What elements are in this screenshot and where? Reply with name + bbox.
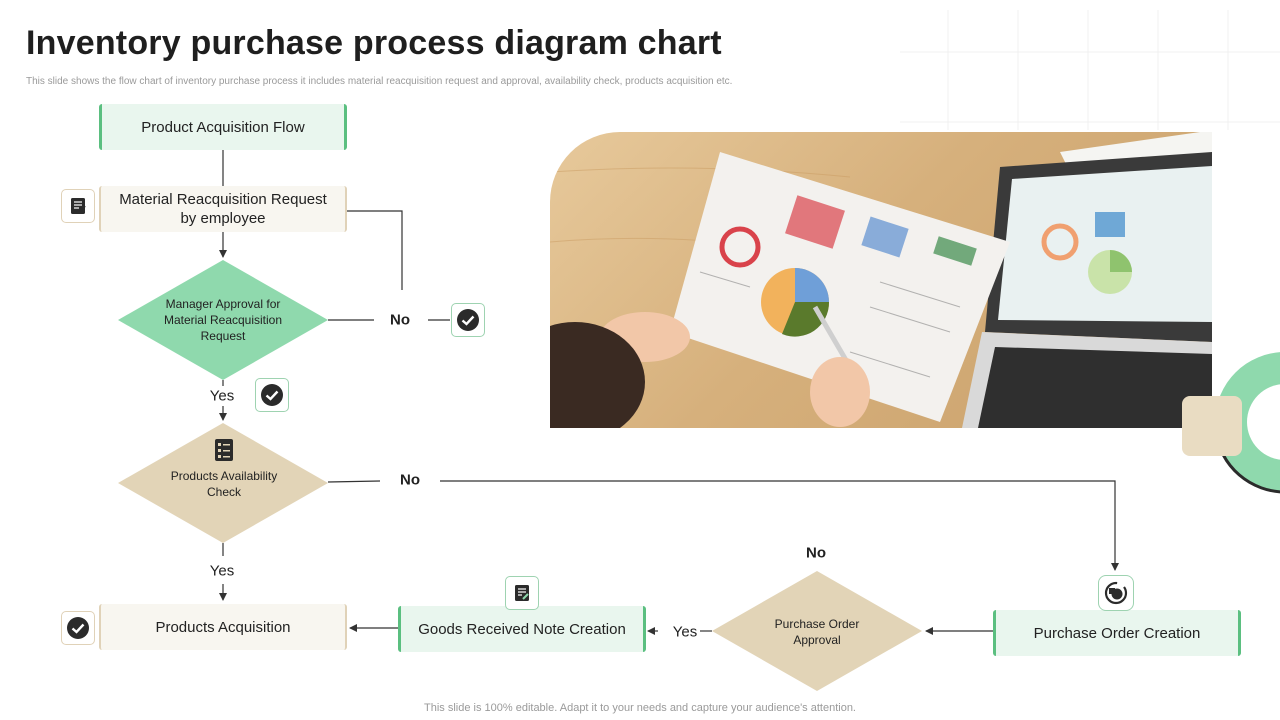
clipboard-icon [61,189,95,223]
check-circle-icon [61,611,95,645]
footer-note: This slide is 100% editable. Adapt it to… [424,702,856,714]
availability-check-label: Products Availability Check [170,469,278,499]
note-icon [505,576,539,610]
purchase-order-creation-box: Purchase Order Creation [993,610,1241,656]
availability-check-diamond [118,423,328,543]
manager-approval-diamond [118,260,328,380]
material-request-box: Material Reacquisition Request by employ… [99,186,347,232]
manager-approval-label: Manager Approval for Material Reacquisit… [163,297,283,343]
background-grid [900,10,1280,130]
purchase-order-approval-diamond [712,571,922,691]
manager-no-label: No [390,311,410,329]
availability-no-label: No [400,471,420,489]
analytics-photo [550,132,1212,428]
product-acquisition-flow-box: Product Acquisition Flow [99,104,347,150]
po-approval-yes-label: Yes [672,623,698,641]
checklist-icon [214,438,234,467]
check-circle-icon [255,378,289,412]
page-subtitle: This slide shows the flow chart of inven… [26,76,733,87]
products-acquisition-box: Products Acquisition [99,604,347,650]
refresh-dollar-icon [1098,575,1134,611]
goods-received-note-box: Goods Received Note Creation [398,606,646,652]
check-circle-icon [451,303,485,337]
manager-yes-label: Yes [209,387,235,405]
decorative-ring [1182,350,1280,494]
page-title: Inventory purchase process diagram chart [26,24,722,62]
po-approval-no-label: No [806,544,826,562]
availability-yes-label: Yes [209,562,235,580]
purchase-order-approval-label: Purchase Order Approval [774,617,860,647]
